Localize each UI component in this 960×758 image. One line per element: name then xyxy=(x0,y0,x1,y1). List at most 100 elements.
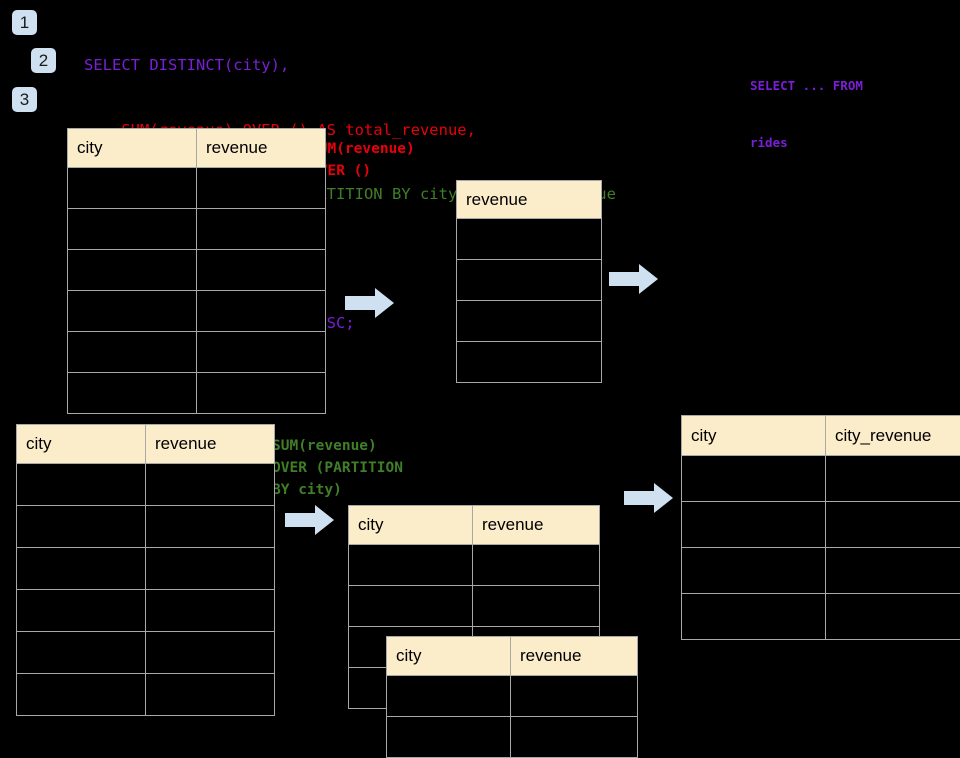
cell-city xyxy=(17,590,146,632)
cell-city xyxy=(17,674,146,716)
cell-city xyxy=(17,632,146,674)
table-row xyxy=(68,250,326,291)
cell-city xyxy=(682,594,826,640)
table-body xyxy=(457,219,602,383)
cell-revenue xyxy=(511,676,638,717)
table-row xyxy=(17,590,275,632)
cell-revenue xyxy=(511,717,638,758)
step-badge-1: 1 xyxy=(12,10,37,35)
cell-city xyxy=(68,250,197,291)
sidenote-line-1: SELECT ... FROM xyxy=(750,76,863,95)
column-header-city: city xyxy=(349,506,473,545)
cell-city xyxy=(682,456,826,502)
table-body xyxy=(17,464,275,716)
table-header-row: city city_revenue xyxy=(682,416,960,456)
sidenote-select-from: SELECT ... FROM rides xyxy=(750,38,863,171)
sidenote-line-2: rides xyxy=(750,133,863,152)
column-header-revenue: revenue xyxy=(511,637,638,676)
cell-revenue xyxy=(197,168,326,209)
table-row xyxy=(17,506,275,548)
table-header-row: city revenue xyxy=(387,637,638,676)
cell-revenue xyxy=(146,548,275,590)
cell-city-revenue xyxy=(826,594,960,640)
cell-city xyxy=(17,464,146,506)
table-row xyxy=(387,676,638,717)
table-row xyxy=(457,301,602,342)
column-header-revenue: revenue xyxy=(146,425,275,464)
table-header-row: city revenue xyxy=(17,425,275,464)
cell-city-revenue xyxy=(826,548,960,594)
column-header-city: city xyxy=(682,416,826,456)
table-row xyxy=(682,502,960,548)
cell-revenue xyxy=(197,209,326,250)
partition-group-table-front: city revenue xyxy=(386,636,638,758)
cell-revenue xyxy=(457,301,602,342)
table-row xyxy=(682,594,960,640)
cell-city xyxy=(17,548,146,590)
cell-revenue xyxy=(146,674,275,716)
table-row xyxy=(17,632,275,674)
cell-city-revenue xyxy=(826,456,960,502)
table-header-row: city revenue xyxy=(349,506,600,545)
rides-source-table: city revenue xyxy=(67,128,326,414)
column-header-city: city xyxy=(68,129,197,168)
table-row xyxy=(387,717,638,758)
column-header-revenue: revenue xyxy=(197,129,326,168)
table-body xyxy=(682,456,960,640)
cell-city xyxy=(682,502,826,548)
table-row xyxy=(17,674,275,716)
step-badge-3: 3 xyxy=(12,87,37,112)
cell-city xyxy=(17,506,146,548)
arrow-source-to-partition xyxy=(285,505,334,535)
table-row xyxy=(68,332,326,373)
table-header-row: revenue xyxy=(457,181,602,219)
cell-revenue xyxy=(473,545,600,586)
table-body xyxy=(387,676,638,758)
result-table: city city_revenue xyxy=(681,415,960,640)
column-header-city: city xyxy=(17,425,146,464)
step-badge-2: 2 xyxy=(31,48,56,73)
column-header-city: city xyxy=(387,637,511,676)
cell-city xyxy=(68,332,197,373)
column-header-revenue: revenue xyxy=(457,181,602,219)
cell-city-revenue xyxy=(826,502,960,548)
table-row xyxy=(457,219,602,260)
cell-revenue xyxy=(197,373,326,414)
cell-revenue xyxy=(197,332,326,373)
cell-revenue xyxy=(146,632,275,674)
annotation-partition-by-city: SUM(revenue) OVER (PARTITION BY city) xyxy=(272,435,403,501)
table-row xyxy=(68,209,326,250)
table-row xyxy=(68,168,326,209)
cell-revenue xyxy=(473,586,600,627)
rides-source-table-2: city revenue xyxy=(16,424,275,716)
cell-revenue xyxy=(457,342,602,383)
cell-revenue xyxy=(197,250,326,291)
cell-city xyxy=(349,586,473,627)
table-row xyxy=(17,548,275,590)
revenue-column-table: revenue xyxy=(456,180,602,383)
table-row xyxy=(349,545,600,586)
arrow-source-to-revenue xyxy=(345,288,394,318)
cell-city xyxy=(68,373,197,414)
sql-line-select: SELECT DISTINCT(city), xyxy=(84,55,616,77)
table-row xyxy=(68,291,326,332)
cell-revenue xyxy=(146,464,275,506)
arrow-revenue-to-result xyxy=(609,264,658,294)
cell-city xyxy=(387,717,511,758)
cell-city xyxy=(349,545,473,586)
arrow-partition-to-result xyxy=(624,483,673,513)
cell-city xyxy=(68,209,197,250)
cell-city xyxy=(387,676,511,717)
cell-city xyxy=(682,548,826,594)
cell-revenue xyxy=(146,506,275,548)
table-row xyxy=(457,342,602,383)
table-row xyxy=(17,464,275,506)
cell-revenue xyxy=(457,219,602,260)
cell-revenue xyxy=(197,291,326,332)
column-header-revenue: revenue xyxy=(473,506,600,545)
column-header-city-revenue: city_revenue xyxy=(826,416,960,456)
table-row xyxy=(349,586,600,627)
table-row xyxy=(682,456,960,502)
table-row xyxy=(457,260,602,301)
cell-city xyxy=(68,168,197,209)
